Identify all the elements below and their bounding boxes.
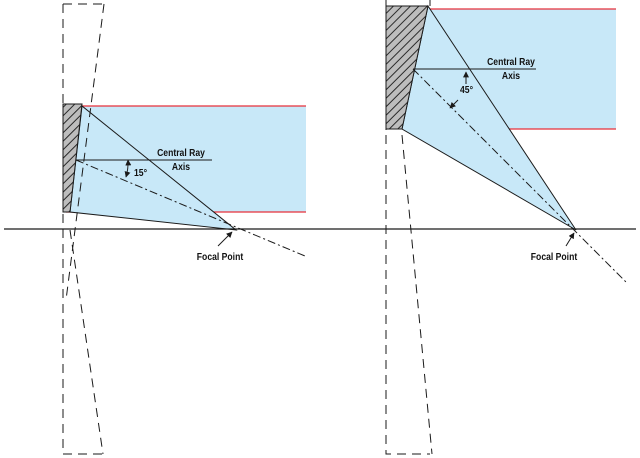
right-diagram	[385, 0, 627, 455]
right-angle-label: 45°	[460, 84, 474, 96]
right-focal-point-label: Focal Point	[530, 251, 578, 263]
right-angle-arrow-down	[449, 99, 459, 109]
left-central-ray	[75, 159, 306, 257]
left-central-ray-label: Central Ray	[157, 147, 205, 159]
right-axis-label: Axis	[501, 70, 521, 82]
left-focal-point-label: Focal Point	[196, 251, 244, 263]
left-angle-arc	[124, 159, 132, 178]
right-central-ray-label: Central Ray	[487, 56, 535, 68]
right-wedge-prism	[385, 5, 429, 130]
left-angle-label: 15°	[134, 167, 148, 179]
right-dashed-frame	[385, 0, 433, 455]
left-axis-label: Axis	[171, 161, 191, 173]
left-focal-arrow	[217, 231, 233, 247]
left-dashed-frame	[62, 3, 105, 455]
right-focal-arrow	[565, 232, 575, 247]
left-dashed-outline	[60, 4, 104, 458]
right-central-ray	[412, 68, 627, 283]
left-diagram	[60, 3, 306, 458]
